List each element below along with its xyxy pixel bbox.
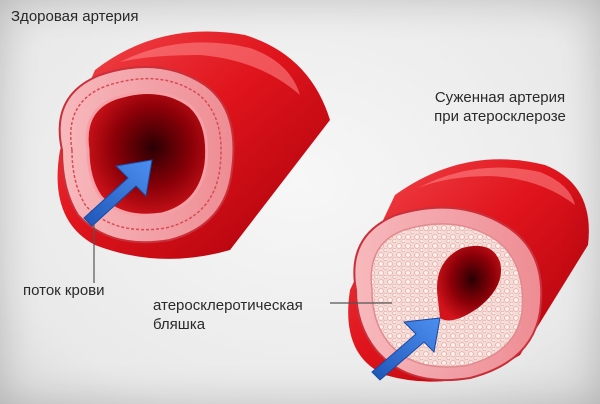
narrowed-artery [330, 159, 589, 382]
narrowed-artery-lumen [437, 245, 502, 321]
healthy-artery-label-text: Здоровая артерия [11, 8, 139, 25]
plaque-label-line2: бляшка [153, 316, 206, 333]
healthy-artery [57, 31, 330, 283]
blood-flow-arrow [83, 159, 153, 227]
blood-flow-label-text: поток крови [23, 282, 105, 299]
healthy-artery-highlight [120, 42, 300, 95]
healthy-artery-lumen [87, 92, 207, 216]
blood-flow-label: поток крови [23, 281, 105, 300]
narrowed-flow-arrow [371, 317, 441, 381]
narrowed-artery-label: Суженная артерия при атеросклерозе [409, 88, 591, 126]
healthy-artery-label: Здоровая артерия [11, 7, 139, 26]
narrowed-artery-highlight [418, 167, 575, 205]
plaque-label: атеросклеротическая бляшка [153, 296, 303, 334]
narrowed-artery-label-line1: Суженная артерия [434, 89, 566, 106]
narrowed-artery-label-line2: при атеросклерозе [434, 108, 566, 125]
plaque-label-line1: атеросклеротическая [153, 297, 303, 314]
